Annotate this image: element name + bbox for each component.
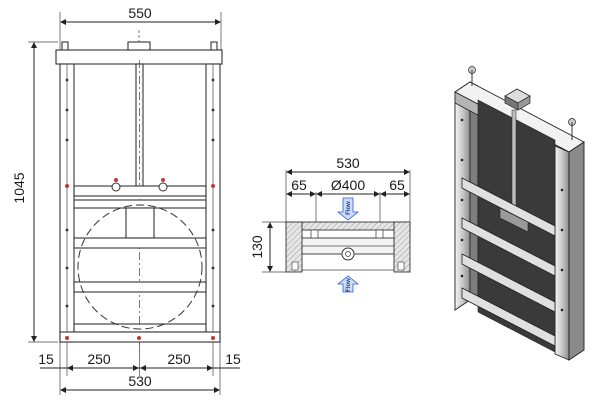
bolt-top-right (210, 41, 218, 51)
cross-beam-3 (73, 281, 207, 293)
dim-bottom-total: 530 (128, 373, 152, 389)
bore-outline (77, 204, 203, 330)
section-top-flange (285, 221, 411, 231)
cross-beam-2 (73, 237, 207, 249)
flow-label-top: Flow (346, 201, 352, 215)
post-bolts (65, 184, 215, 340)
dim-section-right: 65 (389, 177, 405, 193)
cross-beam-1 (73, 199, 207, 209)
dim-left-margin: 15 (38, 351, 54, 367)
iso-view (454, 66, 585, 361)
dim-section-depth: 130 (249, 235, 265, 259)
dim-left-span: 250 (87, 351, 111, 367)
yoke-beam (73, 185, 207, 197)
dim-right-margin: 15 (225, 351, 241, 367)
section-view: 530 65 Ø400 65 130 Flow Flow (249, 155, 411, 293)
dimension-height: 1045 (11, 41, 58, 343)
top-beam (55, 49, 223, 65)
front-view: 550 1045 (11, 5, 241, 395)
flow-label-bottom: Flow (346, 278, 352, 292)
dim-section-left: 65 (291, 177, 307, 193)
actuator-mount (127, 41, 151, 51)
dimension-bottom: 15 250 250 15 530 (38, 342, 241, 395)
dimension-top-width: 550 (59, 5, 222, 50)
flow-arrow-bottom: Flow (336, 275, 360, 293)
cross-beam-4 (73, 323, 207, 333)
dim-height: 1045 (11, 172, 27, 203)
dim-right-span: 250 (167, 351, 191, 367)
flow-arrow-top: Flow (336, 197, 360, 221)
dim-section-width: 530 (336, 155, 360, 171)
gate-nut (125, 207, 155, 239)
bolt-top-left (61, 41, 69, 51)
dim-top-width: 550 (128, 5, 152, 21)
dim-section-bore: Ø400 (331, 177, 365, 193)
